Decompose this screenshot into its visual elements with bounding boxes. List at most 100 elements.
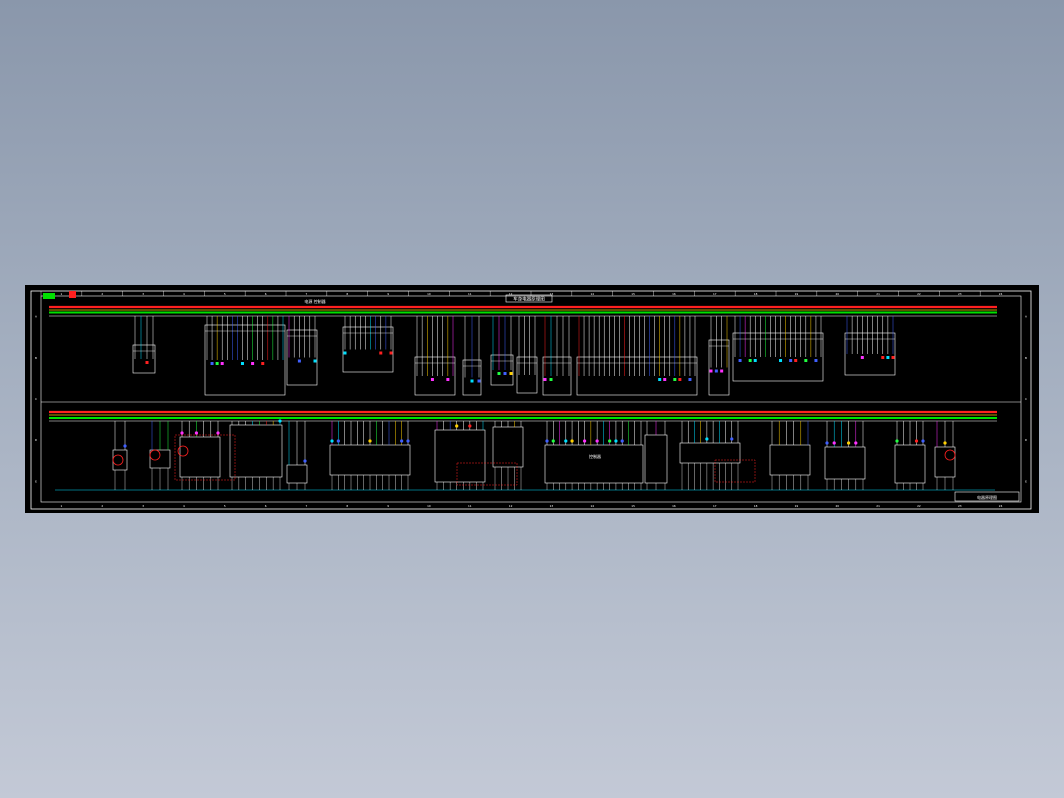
zone-number-bottom: 1 (61, 504, 63, 508)
zone-number-bottom: 12 (509, 504, 513, 508)
connector-dot (400, 439, 404, 443)
zone-number-bottom: 21 (876, 504, 880, 508)
component-mark (860, 356, 864, 359)
harness-outline (714, 459, 756, 483)
lower-module-box (434, 429, 486, 483)
upper-module-box (576, 356, 698, 396)
zone-number-top: 7 (306, 292, 308, 296)
zone-number-top: 24 (999, 292, 1003, 296)
component-mark (714, 369, 718, 373)
zone-number-top: 17 (713, 292, 717, 296)
component-mark (261, 362, 265, 365)
zone-number-bottom: 2 (101, 504, 103, 508)
lower-module-box (329, 444, 411, 476)
lower-module-box (824, 446, 866, 480)
zone-number-top: 11 (468, 292, 472, 296)
zone-number-bottom: 9 (387, 504, 389, 508)
device-symbol (944, 449, 956, 461)
zone-number-bottom: 7 (306, 504, 308, 508)
zone-number-top: 16 (672, 292, 676, 296)
component-mark (891, 356, 895, 359)
component-mark (678, 378, 682, 381)
connector-dot (570, 439, 574, 443)
connector-dot (847, 441, 851, 445)
upper-module-box (342, 326, 394, 373)
zone-number-top: 1 (61, 292, 63, 296)
zone-number-top: 14 (590, 292, 594, 296)
zone-number-top: 3 (142, 292, 144, 296)
connector-dot (455, 424, 459, 428)
row-letter-right: A (1025, 315, 1027, 319)
zone-number-top: 9 (387, 292, 389, 296)
component-mark (477, 379, 481, 383)
lower-module-box (286, 464, 308, 484)
row-letter-right: C (1025, 397, 1027, 401)
zone-number-top: 10 (427, 292, 431, 296)
connector-dot (832, 441, 836, 445)
zone-number-top: 2 (101, 292, 103, 296)
connector-dot (614, 439, 618, 443)
connector-dot (921, 439, 925, 443)
lower-module-box (644, 434, 668, 484)
connector-dot (620, 439, 624, 443)
component-mark (470, 379, 474, 383)
legend-red-mark (69, 291, 76, 298)
connector-dot (895, 439, 899, 443)
component-mark (379, 351, 383, 355)
component-mark (215, 362, 219, 365)
zone-number-bottom: 18 (754, 504, 758, 508)
zone-number-bottom: 16 (672, 504, 676, 508)
zone-number-bottom: 10 (427, 504, 431, 508)
lower-module-box (179, 436, 221, 478)
component-mark (389, 351, 393, 355)
zone-number-top: 12 (509, 292, 513, 296)
component-mark (804, 359, 808, 362)
component-mark (709, 369, 713, 373)
row-letter-left: E (35, 479, 37, 483)
component-mark (503, 372, 507, 375)
component-mark (688, 378, 692, 381)
connector-dot (336, 439, 340, 443)
connector-dot (180, 431, 184, 435)
zone-number-top: 21 (876, 292, 880, 296)
component-mark (663, 378, 667, 381)
zone-number-bottom: 13 (550, 504, 554, 508)
component-mark (779, 359, 783, 362)
upper-module-box (204, 324, 286, 396)
component-mark (794, 359, 798, 362)
inner-frame (40, 295, 1022, 503)
component-mark (251, 362, 255, 365)
component-mark (658, 378, 662, 381)
component-mark (446, 378, 450, 381)
zone-number-bottom: 8 (346, 504, 348, 508)
component-mark (210, 362, 214, 365)
component-mark (240, 362, 244, 365)
upper-section-label: 电源 控制器 (304, 298, 325, 304)
component-mark (738, 359, 742, 362)
zone-number-top: 8 (346, 292, 348, 296)
component-mark (673, 378, 677, 381)
zone-number-bottom: 15 (631, 504, 635, 508)
upper-module-box (414, 356, 456, 396)
row-letter-left: C (35, 397, 37, 401)
legend-green-mark (43, 293, 55, 299)
connector-dot (608, 439, 612, 443)
connector-dot (595, 439, 599, 443)
title-block (954, 491, 1020, 502)
zone-number-bottom: 20 (835, 504, 839, 508)
device-symbol (112, 454, 124, 466)
connector-dot (123, 444, 127, 448)
component-mark (881, 356, 885, 359)
zone-number-bottom: 22 (917, 504, 921, 508)
component-mark (543, 378, 547, 381)
component-mark (220, 362, 224, 365)
title-block-caption: 车身电器原理图 (513, 296, 545, 303)
connector-dot (194, 431, 198, 435)
zone-number-top: 20 (835, 292, 839, 296)
zone-number-top: 23 (958, 292, 962, 296)
right-caption: 电器原理图 (977, 494, 997, 500)
lower-module-box (894, 444, 926, 484)
connector-dot (468, 424, 472, 428)
